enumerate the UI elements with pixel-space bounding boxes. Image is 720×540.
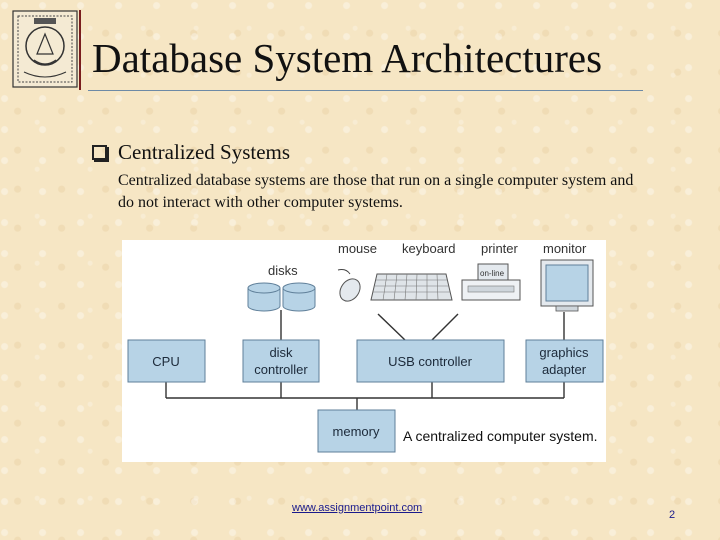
memory-label: memory — [333, 424, 380, 439]
checkbox-bullet-icon — [92, 145, 107, 160]
university-logo — [12, 10, 78, 88]
disk-controller-label-line2: controller — [254, 362, 308, 377]
logo-divider — [79, 10, 81, 90]
graphics-adapter-box: graphics adapter — [525, 339, 604, 383]
description-text: Centralized database systems are those t… — [118, 172, 634, 211]
cpu-label: CPU — [152, 354, 179, 369]
graphics-adapter-label-line2: adapter — [542, 362, 587, 377]
disks-icon — [247, 282, 316, 312]
footer-website-link[interactable]: www.assignmentpoint.com — [292, 502, 423, 514]
bullet-heading-row: Centralized Systems — [92, 140, 290, 165]
system-bus — [165, 310, 565, 410]
keyboard-label: keyboard — [402, 241, 455, 256]
centralized-system-diagram: disks mouse keyboard printer monitor — [122, 240, 606, 462]
graphics-adapter-label-line1: graphics — [539, 345, 589, 360]
usb-controller-label: USB controller — [388, 354, 472, 369]
monitor-icon — [540, 259, 594, 312]
mouse-icon — [337, 269, 361, 302]
disk-controller-box: disk controller — [242, 339, 320, 383]
mouse-label: mouse — [338, 241, 377, 256]
keyboard-icon — [370, 273, 453, 301]
title-underline — [88, 90, 643, 91]
disks-label: disks — [268, 263, 298, 278]
diagram-caption: A centralized computer system. — [403, 428, 598, 444]
memory-box: memory — [317, 409, 396, 453]
usb-controller-box: USB controller — [356, 339, 505, 383]
printer-online-tag: on-line — [480, 269, 505, 278]
monitor-label: monitor — [543, 241, 587, 256]
page-number: 2 — [669, 509, 676, 521]
printer-label: printer — [481, 241, 519, 256]
printer-icon: on-line — [461, 263, 521, 301]
cpu-box: CPU — [127, 339, 206, 383]
slide-title: Database System Architectures — [92, 35, 603, 81]
disk-controller-label-line1: disk — [269, 345, 293, 360]
bullet-heading: Centralized Systems — [118, 140, 291, 164]
